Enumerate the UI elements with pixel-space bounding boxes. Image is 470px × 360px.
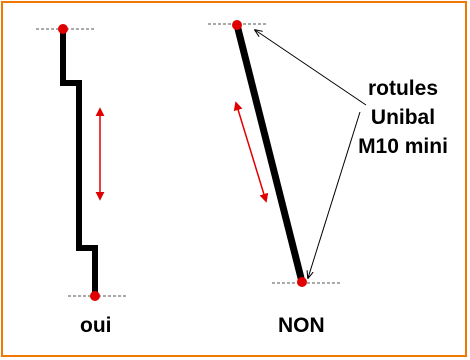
joint-bottom-left	[90, 291, 100, 301]
inclined-link	[233, 24, 306, 283]
pointer-to-bottom-joint	[308, 111, 361, 278]
stepped-link	[60, 29, 98, 296]
joint-top-right	[232, 20, 242, 30]
travel-arrow-right	[233, 101, 269, 203]
annotation-pointers	[255, 30, 367, 278]
annotation-line-3: M10 mini	[358, 135, 448, 158]
annotation-line-2: Unibal	[370, 106, 436, 129]
rod-correct	[36, 24, 128, 301]
joint-top-left	[58, 24, 68, 34]
pointer-to-top-joint	[255, 30, 367, 106]
annotation-text: rotules Unibal M10 mini	[338, 74, 468, 161]
rod-incorrect	[208, 20, 342, 287]
label-correct: oui	[80, 314, 112, 337]
label-incorrect: NON	[278, 314, 325, 337]
annotation-line-1: rotules	[367, 77, 438, 100]
joint-bottom-right	[297, 277, 307, 287]
